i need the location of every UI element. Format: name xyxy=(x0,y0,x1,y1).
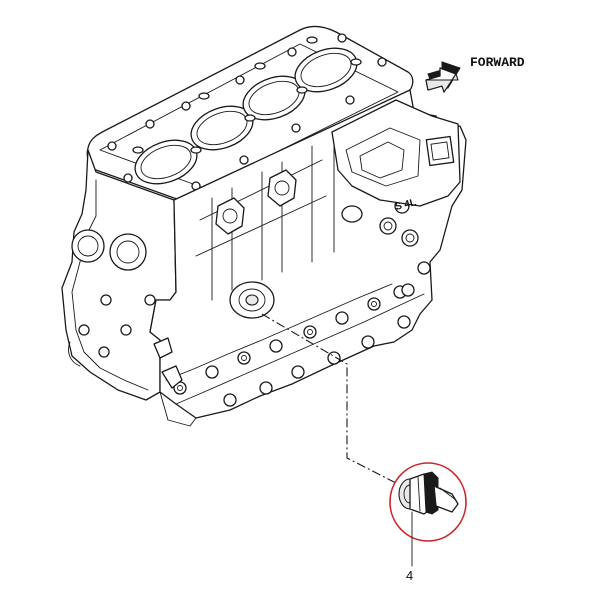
engine-block: S 4L xyxy=(61,25,467,427)
cylinder-bores xyxy=(134,47,358,185)
forward-indicator: FORWARD xyxy=(425,55,525,93)
front-boss-camshaft xyxy=(109,233,147,271)
block-marking-label: S 4L xyxy=(394,197,417,213)
side-bosses xyxy=(215,169,410,235)
forward-arrow-icon xyxy=(425,61,461,93)
highlight-circle xyxy=(389,462,467,542)
callout-number: 4 xyxy=(406,568,413,583)
mounting-boss xyxy=(229,281,275,319)
forward-label: FORWARD xyxy=(470,55,525,70)
front-boss-upper xyxy=(71,229,105,263)
highlighted-part: 4 xyxy=(389,462,467,583)
deck-holes xyxy=(107,33,387,191)
rear-housing xyxy=(331,99,461,207)
oil-pressure-switch xyxy=(398,471,459,515)
leader-line xyxy=(261,313,399,485)
